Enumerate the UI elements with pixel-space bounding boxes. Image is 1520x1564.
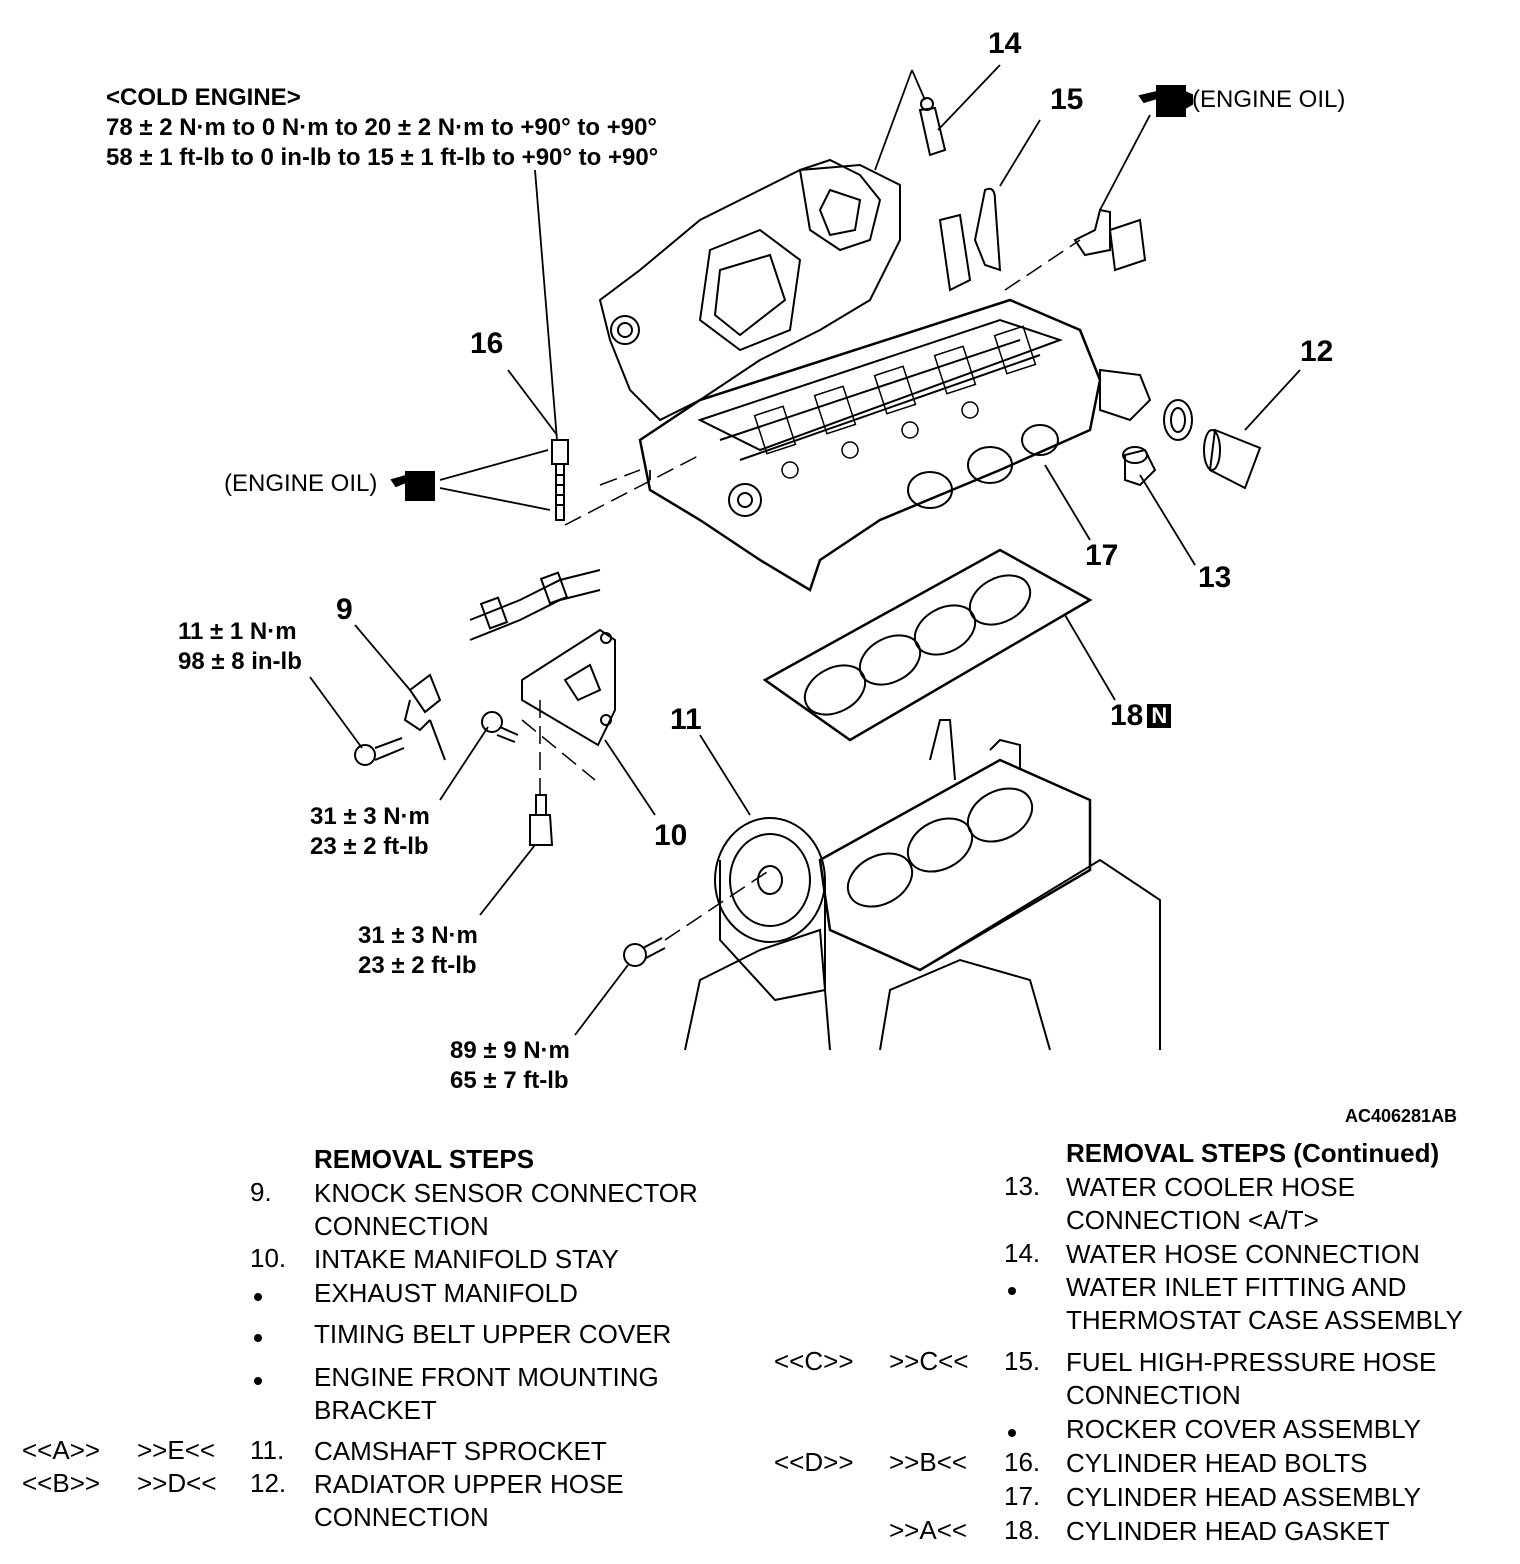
step-18-number: 18. (1004, 1515, 1041, 1545)
intake-manifold-stay (521, 628, 616, 747)
removal-note-A: <<A>> (22, 1435, 101, 1465)
step-9-line-1: KNOCK SENSOR CONNECTOR (314, 1178, 698, 1208)
knock-torque-nm: 11 ± 1 N·m (178, 618, 297, 645)
removal-note-C: <<C>> (774, 1346, 854, 1376)
wiring-harness (469, 569, 601, 641)
step-15-number: 15. (1004, 1346, 1041, 1376)
step-12-number: 12. (250, 1468, 287, 1498)
step-water-inlet-line-2: THERMOSTAT CASE ASSEMBLY (1066, 1305, 1463, 1335)
stay-bolt-lower (529, 794, 554, 846)
step-13-number: 13. (1004, 1171, 1041, 1201)
stay-bolt-upper (481, 711, 519, 743)
step-15-line-2: CONNECTION (1066, 1380, 1241, 1410)
knock-sensor-bolt (354, 737, 405, 766)
sprocket-torque-nm: 89 ± 9 N·m (450, 1037, 570, 1064)
step-11-line-1: CAMSHAFT SPROCKET (314, 1436, 607, 1466)
bullet-icon (254, 1334, 262, 1342)
step-exhaust-manifold: EXHAUST MANIFOLD (314, 1278, 578, 1308)
install-note-A: >>A<< (889, 1515, 968, 1545)
callout-11: 11 (670, 703, 702, 736)
rocker-cover-clip (1073, 208, 1147, 272)
bullet-icon (254, 1377, 262, 1385)
bullet-icon (1008, 1287, 1016, 1295)
fuel-high-pressure-hose (973, 187, 1002, 272)
step-16-line-1: CYLINDER HEAD BOLTS (1066, 1448, 1368, 1478)
engine-oil-label-top: (ENGINE OIL) (1192, 86, 1346, 113)
step-rocker-cover: ROCKER COVER ASSEMBLY (1066, 1414, 1421, 1444)
cylinder-head-assembly (598, 158, 1152, 592)
callout-17: 17 (1085, 539, 1119, 572)
left-steps-heading: REMOVAL STEPS (314, 1144, 535, 1174)
sprocket-torque-ftlb: 65 ± 7 ft-lb (450, 1067, 569, 1094)
engine-oil-label-left: (ENGINE OIL) (224, 470, 378, 497)
step-10-line-1: INTAKE MANIFOLD STAY (314, 1244, 619, 1274)
install-note-C: >>C<< (889, 1346, 969, 1376)
stay-torque-2-ftlb: 23 ± 2 ft-lb (358, 952, 477, 979)
stay-torque-1-ftlb: 23 ± 2 ft-lb (310, 833, 429, 860)
cylinder-block (684, 719, 1161, 1051)
step-water-inlet-line-1: WATER INLET FITTING AND (1066, 1272, 1407, 1302)
water-hose (918, 97, 947, 157)
step-14-number: 14. (1004, 1238, 1041, 1268)
sprocket-bolt (623, 937, 666, 967)
step-front-mount-line-1: ENGINE FRONT MOUNTING (314, 1362, 659, 1392)
callout-15: 15 (1050, 83, 1084, 116)
step-10-number: 10. (250, 1243, 287, 1273)
callout-9: 9 (336, 593, 353, 626)
stay-torque-1-nm: 31 ± 3 N·m (310, 803, 430, 830)
knock-sensor-connector (403, 673, 446, 761)
step-front-mount-line-2: BRACKET (314, 1395, 437, 1425)
bullet-icon (254, 1293, 262, 1301)
callout-13: 13 (1198, 561, 1232, 594)
step-12-line-1: RADIATOR UPPER HOSE (314, 1469, 624, 1499)
radiator-upper-hose (1163, 399, 1262, 490)
step-14-line-1: WATER HOSE CONNECTION (1066, 1239, 1420, 1269)
callout-14: 14 (988, 27, 1022, 60)
step-9-number: 9. (250, 1177, 272, 1207)
new-part-icon: N (1147, 704, 1172, 728)
cold-engine-torque-ftlb: 58 ± 1 ft-lb to 0 in-lb to 15 ± 1 ft-lb … (106, 144, 659, 171)
figure-id: AC406281AB (1345, 1106, 1458, 1126)
oil-can-icon-top (1138, 85, 1193, 117)
knock-torque-inlb: 98 ± 8 in-lb (178, 648, 302, 675)
right-steps-heading: REMOVAL STEPS (Continued) (1066, 1138, 1440, 1168)
step-17-line-1: CYLINDER HEAD ASSEMBLY (1066, 1482, 1421, 1512)
step-12-line-2: CONNECTION (314, 1502, 489, 1532)
step-timing-belt-cover: TIMING BELT UPPER COVER (314, 1319, 672, 1349)
stay-torque-2-nm: 31 ± 3 N·m (358, 922, 478, 949)
step-15-line-1: FUEL HIGH-PRESSURE HOSE (1066, 1347, 1437, 1377)
cylinder-head-bolt (551, 439, 569, 521)
exploded-engine-diagram (309, 64, 1301, 1051)
callout-18-number: 18 (1110, 699, 1144, 732)
install-note-B: >>B<< (889, 1447, 968, 1477)
callout-12: 12 (1300, 335, 1334, 368)
step-16-number: 16. (1004, 1447, 1041, 1477)
bullet-icon (1008, 1429, 1016, 1437)
cold-engine-torque-nm: 78 ± 2 N·m to 0 N·m to 20 ± 2 N·m to +90… (106, 114, 658, 141)
removal-note-D: <<D>> (774, 1447, 854, 1477)
step-13-line-1: WATER COOLER HOSE (1066, 1172, 1355, 1202)
removal-note-B: <<B>> (22, 1468, 101, 1498)
water-cooler-hose (1122, 446, 1157, 487)
callout-16: 16 (470, 327, 504, 360)
cylinder-head-gasket (762, 548, 1093, 742)
step-11-number: 11. (250, 1435, 285, 1465)
step-17-number: 17. (1004, 1481, 1041, 1511)
oil-can-icon-left (390, 471, 435, 501)
camshaft-sprocket (714, 817, 826, 1002)
install-note-E: >>E<< (137, 1435, 216, 1465)
leader-lines (309, 64, 1301, 1036)
callout-10: 10 (654, 819, 688, 852)
install-note-D: >>D<< (137, 1468, 217, 1498)
step-9-line-2: CONNECTION (314, 1211, 489, 1241)
step-18-line-1: CYLINDER HEAD GASKET (1066, 1516, 1390, 1546)
alignment-dashed-lines (521, 239, 1081, 941)
cold-engine-label: <COLD ENGINE> (106, 84, 301, 111)
step-13-line-2: CONNECTION <A/T> (1066, 1205, 1319, 1235)
